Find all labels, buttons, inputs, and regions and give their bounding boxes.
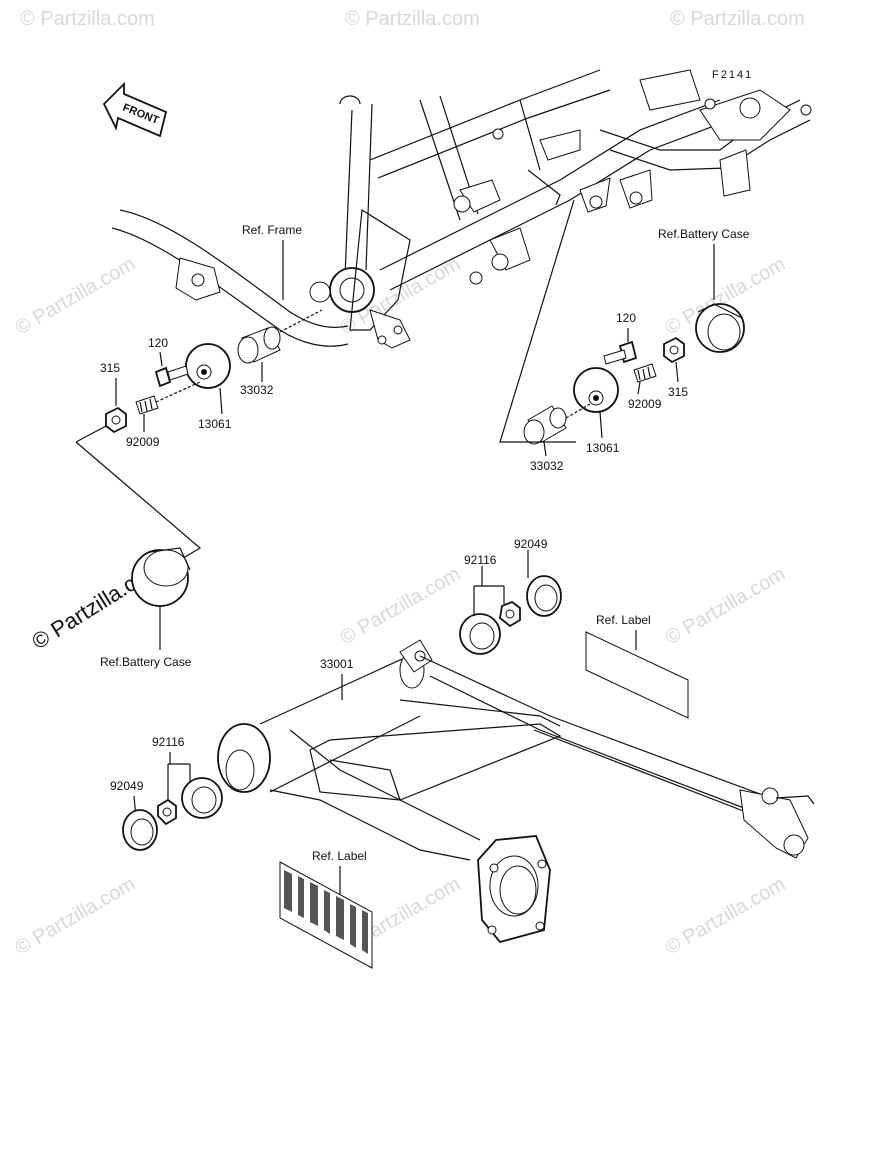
part-number-92009: 92009 <box>126 435 160 449</box>
watermark-text: © Partzilla.com <box>12 253 140 339</box>
front-arrow-icon: FRONT <box>102 81 168 138</box>
battery-case-grommet-right <box>695 303 745 353</box>
ref-battery-case-top-label: Ref.Battery Case <box>658 227 750 241</box>
ref-label-right-label: Ref. Label <box>596 613 651 627</box>
collar-33032-left <box>237 326 281 364</box>
collar-92116-bottom <box>157 798 177 826</box>
part-number-92049: 92049 <box>110 779 144 793</box>
battery-case-grommet-left <box>131 547 191 607</box>
swingarm-33001-drawing <box>217 639 815 944</box>
bearing-92116-bottom <box>181 777 223 819</box>
part-number-92009: 92009 <box>628 397 662 411</box>
part-number-33001: 33001 <box>320 657 354 671</box>
watermark-text: © Partzilla.com <box>20 8 155 30</box>
ref-frame-label: Ref. Frame <box>242 223 302 237</box>
part-number-13061: 13061 <box>198 417 232 431</box>
part-number-92116: 92116 <box>152 735 185 749</box>
collar-33032-right <box>523 405 567 445</box>
watermark-text: © Partzilla.com <box>337 563 465 649</box>
ref-label-bottom-label: Ref. Label <box>312 849 367 863</box>
watermark-text: © Partzilla.com <box>345 8 480 30</box>
watermark-text: © Partzilla.com <box>670 8 805 30</box>
diagram-code: F2141 <box>712 69 753 81</box>
bolt-120-left <box>154 365 189 388</box>
collar-92116-top <box>499 600 521 628</box>
part-number-315: 315 <box>668 385 688 399</box>
part-number-120: 120 <box>148 336 168 350</box>
stud-92009-left <box>135 395 159 415</box>
frame-drawing <box>111 69 812 349</box>
bolt-120-right <box>603 340 638 365</box>
part-number-315: 315 <box>100 361 120 375</box>
stud-92009-right <box>633 363 657 383</box>
nut-315-right <box>663 336 685 364</box>
damper-plate-13061-left <box>185 343 231 389</box>
part-number-13061: 13061 <box>586 441 620 455</box>
left-mount-group: 33032 13061 120 92009 315 <box>100 309 323 449</box>
part-number-33032: 33032 <box>240 383 274 397</box>
part-number-92049: 92049 <box>514 537 548 551</box>
ref-label-bottom-sticker <box>279 861 373 969</box>
bearing-92049-bottom <box>122 809 158 851</box>
bearing-92049-top <box>526 575 562 617</box>
part-number-33032: 33032 <box>530 459 564 473</box>
part-number-120: 120 <box>616 311 636 325</box>
ref-label-right-sticker <box>585 631 689 719</box>
watermark-text: © Partzilla.com <box>12 873 140 959</box>
part-number-92116: 92116 <box>464 553 497 567</box>
ref-battery-case-left-label: Ref.Battery Case <box>100 655 192 669</box>
bearing-92116-top <box>459 613 501 655</box>
nut-315-left <box>105 406 127 434</box>
damper-plate-13061-right <box>573 367 619 413</box>
watermark-text: © Partzilla.com <box>662 563 790 649</box>
watermark-text: © Partzilla.com <box>662 873 790 959</box>
